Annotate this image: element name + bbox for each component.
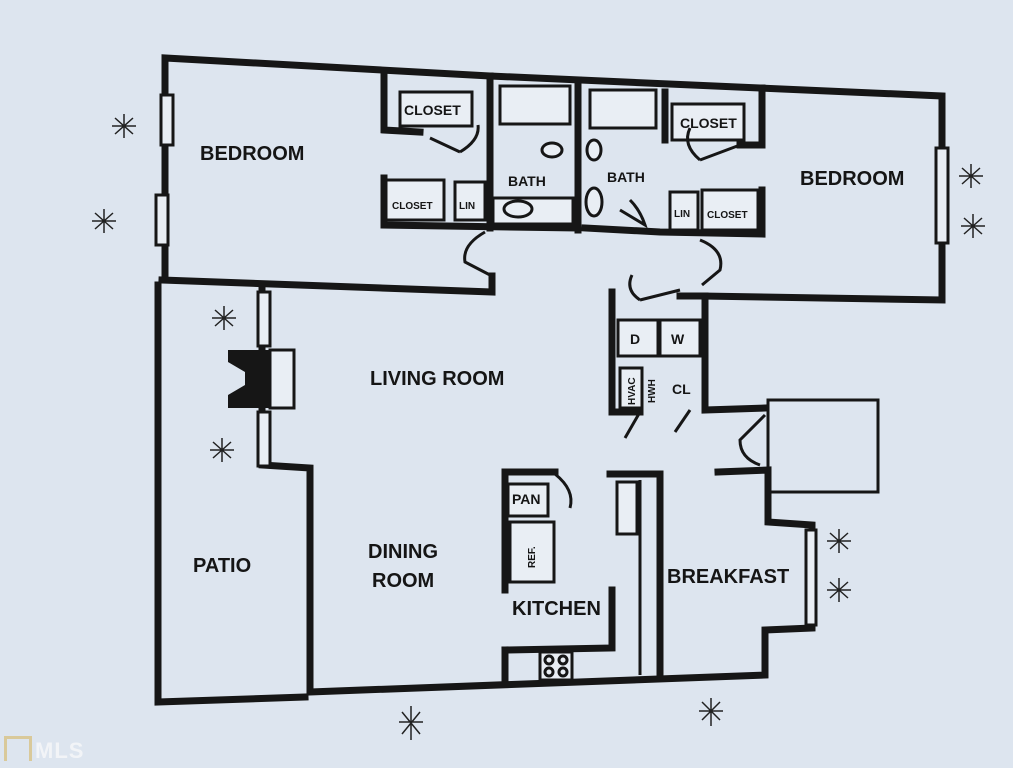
handwritten-marks [92,114,985,740]
room-label-dining-line1: DINING [368,541,438,563]
appliance-label-refrigerator: REF. [527,546,538,568]
room-label-dining-line2: ROOM [372,570,434,592]
windows [154,93,950,627]
appliance-label-hwh: HWH [647,379,658,403]
room-label-bath-left: BATH [508,173,546,189]
room-label-living-room: LIVING ROOM [370,368,504,390]
room-label-breakfast: BREAKFAST [667,566,789,588]
room-label-bedroom-right: BEDROOM [800,168,904,190]
appliance-label-dryer: D [630,331,640,347]
room-label-lin-right: LIN [674,209,690,220]
appliance-label-washer: W [671,331,685,347]
mls-logo-icon [4,736,32,761]
fixtures [228,84,760,682]
room-label-bedroom-left: BEDROOM [200,143,304,165]
mls-watermark: MLS [4,736,84,764]
appliance-label-hvac: HVAC [627,377,638,405]
room-label-closet-left-top: CLOSET [404,102,461,118]
room-label-closet-right-top: CLOSET [680,115,737,131]
room-label-closet-left-bottom: CLOSET [392,201,433,212]
doors [429,124,767,509]
room-label-lin-left: LIN [459,201,475,212]
room-label-kitchen: KITCHEN [512,598,601,620]
mls-watermark-text: MLS [35,738,85,763]
walls [154,54,946,706]
room-label-closet-right-bottom: CLOSET [707,210,748,221]
room-label-bath-right: BATH [607,169,645,185]
room-label-closet-utility: CL [672,381,691,397]
room-label-patio: PATIO [193,555,251,577]
room-label-pantry: PAN [512,491,541,507]
